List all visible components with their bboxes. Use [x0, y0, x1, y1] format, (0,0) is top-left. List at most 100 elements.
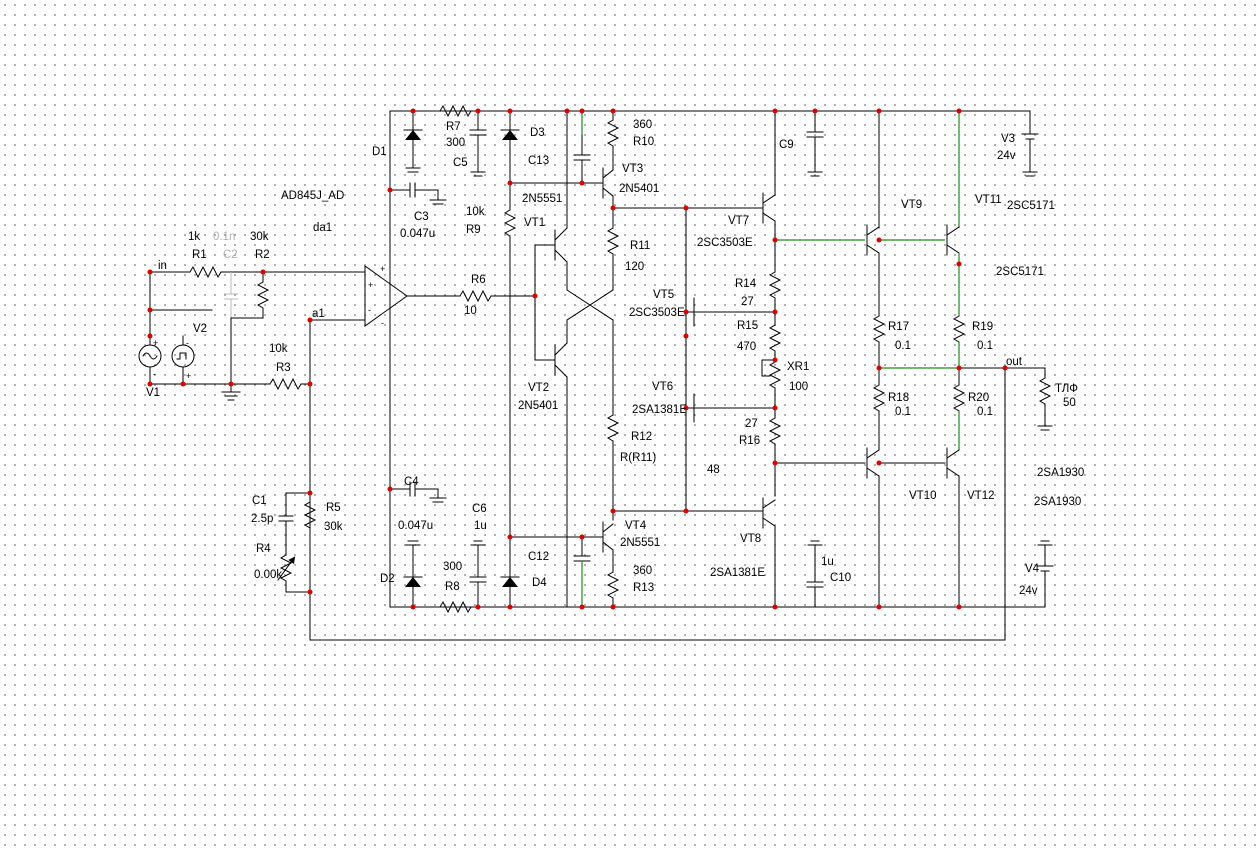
r1-value: 1k [188, 231, 200, 243]
vt3-model: 2N5401 [619, 183, 659, 195]
v3-label: V3 [1001, 133, 1015, 145]
load-value: 50 [1063, 397, 1076, 409]
vt1-model: 2N5551 [522, 193, 562, 205]
xr1-label: XR1 [787, 361, 809, 373]
bias-network-bottom [403, 111, 601, 614]
v4-label: V4 [1025, 563, 1040, 575]
r5-label: R5 [326, 502, 341, 514]
r15-value: 470 [737, 341, 756, 353]
power-supplies [1021, 110, 1054, 608]
r3-label: R3 [276, 362, 291, 374]
driver-stage [761, 110, 866, 608]
xr1-value: 100 [789, 381, 808, 393]
r8-value: 300 [443, 561, 462, 573]
vt11-model: 2SC5171 [1007, 200, 1055, 212]
c10-label: C10 [830, 572, 851, 584]
bias-network-top [403, 104, 591, 541]
vt2-label: VT2 [528, 382, 549, 394]
c10-value: 1u [821, 556, 834, 568]
opamp-minus: - [368, 305, 371, 315]
minus-v2: - [186, 338, 189, 348]
r14-value: 27 [741, 296, 754, 308]
r6-label: R6 [471, 274, 486, 286]
input-pair [534, 110, 614, 608]
vt2-model: 2N5401 [518, 400, 558, 412]
c13-label: C13 [528, 155, 549, 167]
vt5-label: VT5 [653, 289, 674, 301]
r11-value: 120 [625, 261, 644, 273]
vt7-label: VT7 [728, 215, 749, 227]
c3-value: 0.047u [400, 228, 435, 240]
c6-value: 1u [474, 520, 487, 532]
vt8-label: VT8 [740, 533, 761, 545]
r19-value: 0.1 [977, 340, 993, 352]
c1-label: C1 [252, 495, 267, 507]
r2-label: R2 [255, 249, 270, 261]
vt12-label: VT12 [967, 490, 995, 502]
vt6-model: 2SA1381E [632, 404, 687, 416]
vt12-model: 2SA1930 [1034, 496, 1081, 508]
out-label: out [1006, 356, 1023, 368]
r9-label: R9 [466, 224, 481, 236]
c2-label: C2 [223, 249, 238, 261]
opamp-plus2: + [368, 280, 373, 290]
r6-value: 10 [464, 305, 477, 317]
vt7-model: 2SC3503E [697, 237, 753, 249]
c1-value: 2.5p [251, 513, 273, 525]
r7-value: 300 [446, 137, 465, 149]
r11-label: R11 [630, 240, 650, 252]
r1-label: R1 [192, 249, 207, 261]
r16-label: R16 [739, 435, 760, 447]
minus-v1: - [153, 369, 156, 379]
n48-label: 48 [707, 464, 720, 476]
r8-label: R8 [445, 581, 460, 593]
opamp-symbol [364, 182, 536, 503]
output-stage [866, 110, 1053, 608]
c6-label: C6 [472, 503, 487, 515]
r4-value: 0.00k [254, 569, 282, 581]
current-sources [581, 110, 764, 608]
vt10-model: 2SA1930 [1037, 467, 1084, 479]
r13-value: 360 [633, 565, 652, 577]
r17-label: R17 [888, 321, 909, 333]
vt11-label: VT11 [975, 194, 1002, 206]
r10-label: R10 [633, 136, 654, 148]
c4-value: 0.047u [398, 520, 433, 532]
r5-value: 30k [324, 521, 343, 533]
vt5-model: 2SC3503E [629, 307, 685, 319]
load-label: ТЛФ [1055, 383, 1078, 395]
r18-value: 0.1 [895, 406, 911, 418]
d2-label: D2 [380, 573, 395, 585]
r19-label: R19 [972, 321, 993, 333]
c2-value: 0.1n [213, 231, 235, 243]
r14-label: R14 [735, 278, 757, 290]
vt9-model: 2SC5171 [996, 266, 1044, 278]
vt8-model: 2SA1381E [710, 567, 765, 579]
r4-label: R4 [256, 543, 271, 555]
r12-label: R12 [631, 431, 652, 443]
r3-value: 10k [269, 343, 288, 355]
c5-label: C5 [453, 157, 468, 169]
component-labels: AD845J_AD da1 1k 0.1n 30k R1 C2 R2 in V2… [146, 119, 1084, 597]
r16-value: 27 [745, 418, 758, 430]
opamp-name-label: da1 [313, 222, 332, 234]
in-label: in [158, 260, 167, 272]
r9-value: 10k [466, 206, 485, 218]
vt3-label: VT3 [622, 163, 643, 175]
supply-rails [309, 110, 1046, 641]
v3-value: 24v [997, 150, 1016, 162]
r17-value: 0.1 [895, 340, 911, 352]
opamp-plus: + [380, 264, 385, 274]
r18-label: R18 [888, 392, 909, 404]
input-section [138, 265, 366, 641]
plus-v2: + [186, 371, 191, 381]
r15-label: R15 [737, 320, 758, 332]
c9-label: C9 [779, 139, 794, 151]
d4-label: D4 [532, 577, 547, 589]
vt6-label: VT6 [652, 381, 673, 393]
r12-value: R(R11) [620, 452, 656, 464]
vt9-label: VT9 [901, 199, 922, 211]
junction-dots [147, 108, 1008, 610]
